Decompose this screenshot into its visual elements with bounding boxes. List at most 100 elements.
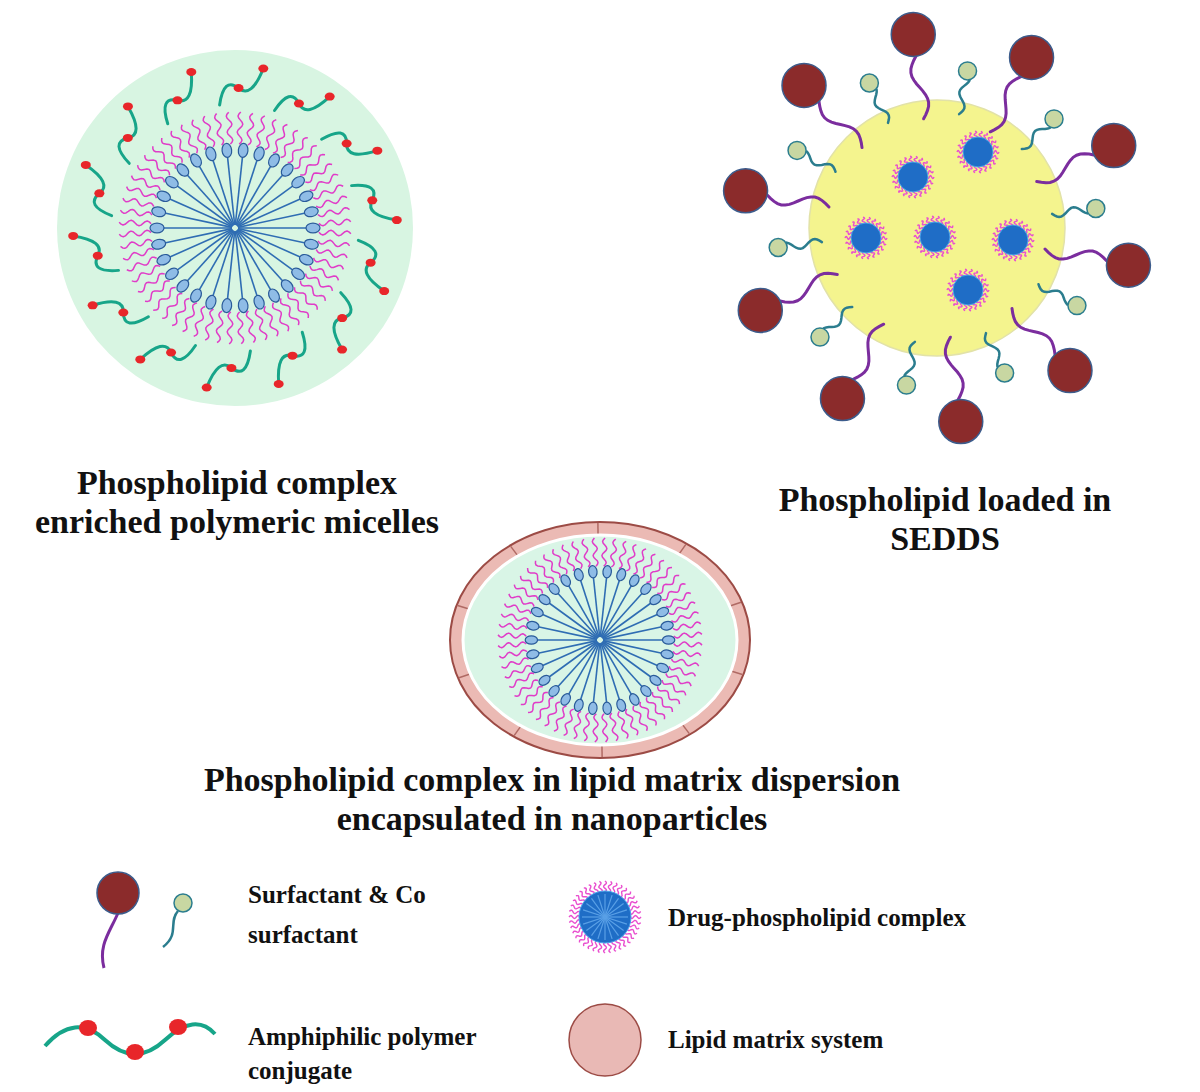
phospholipid-tail xyxy=(592,538,598,566)
phospholipid-tail xyxy=(545,702,560,726)
phospholipid-tail xyxy=(162,293,182,318)
cosurfactant-tail xyxy=(1022,128,1050,149)
polar-head xyxy=(573,568,585,582)
complex-spoke xyxy=(605,903,624,917)
phospholipid-tail xyxy=(671,612,698,622)
cosurfactant-head xyxy=(788,141,806,159)
cosurfactant-head xyxy=(811,328,829,346)
cosurfactant-tail xyxy=(1052,207,1087,217)
cosurfactant-tail xyxy=(875,90,890,123)
polar-head xyxy=(628,692,641,707)
phospholipid-tail xyxy=(123,198,154,206)
polar-head xyxy=(188,152,203,169)
complex-core xyxy=(579,891,631,943)
phospholipid-tail xyxy=(123,249,154,260)
polymer-dot xyxy=(126,1044,144,1060)
polymer-dot xyxy=(372,147,382,155)
lipid-tail-line xyxy=(542,641,597,666)
shell-tick xyxy=(683,725,690,734)
shell-tick xyxy=(458,605,469,608)
lipid-tail-line xyxy=(537,639,597,641)
polar-head xyxy=(628,573,641,588)
lipid-tail-line xyxy=(238,227,307,229)
polar-head xyxy=(648,673,663,687)
shell-tick xyxy=(597,523,599,534)
polar-head xyxy=(588,702,598,715)
node-illustration xyxy=(448,520,752,760)
phospholipid-tail xyxy=(515,680,539,696)
illustration-node: Phospholipid complex in lipid matrix dis… xyxy=(448,520,752,760)
polymer-dot xyxy=(79,1020,97,1036)
phospholipid-tail xyxy=(265,120,276,150)
phospholipid-tail xyxy=(619,541,626,568)
polar-head xyxy=(547,582,562,597)
polar-head xyxy=(238,298,249,313)
polar-head xyxy=(306,223,320,233)
polymer-dot xyxy=(294,99,304,107)
phospholipid-tail xyxy=(674,632,702,638)
complex-fringe xyxy=(630,911,641,914)
cosurfactant-head xyxy=(1045,110,1063,128)
polar-head xyxy=(221,298,232,313)
lipid-tail-line xyxy=(187,230,233,281)
surfactant-head xyxy=(891,12,935,56)
polar-head xyxy=(290,174,307,190)
phospholipid-tail xyxy=(509,673,534,687)
polymer-dot xyxy=(135,355,145,363)
complex-fringe xyxy=(629,925,639,929)
surfactant-tail xyxy=(1012,308,1055,354)
phospholipid-tail xyxy=(316,250,347,258)
polar-head xyxy=(530,606,545,619)
phospholipid-tail xyxy=(310,174,338,190)
figure-caption: Phospholipid loaded in SEDDS xyxy=(745,480,1145,558)
shell-tick xyxy=(732,671,743,674)
lipid-tail-line xyxy=(237,174,283,225)
phospholipid-tail xyxy=(264,306,278,336)
phospholipid-tail xyxy=(564,709,574,735)
polar-head xyxy=(559,692,572,707)
polar-head xyxy=(588,565,598,578)
cosurfactant-tail xyxy=(163,911,178,947)
phospholipid-tail xyxy=(657,575,679,593)
phospholipid-tail xyxy=(498,642,526,648)
complex-spoke xyxy=(591,898,605,917)
phospholipid-tail xyxy=(673,651,701,657)
polar-head xyxy=(155,253,172,267)
polymer-dot xyxy=(367,196,377,204)
polar-head xyxy=(639,684,654,699)
lipid-tail-line xyxy=(177,186,233,227)
polymer-chain xyxy=(140,346,195,360)
complex-fringe xyxy=(608,881,611,892)
lipid-tail-line xyxy=(558,642,598,687)
polymer-dot xyxy=(337,314,347,322)
phospholipid-tail xyxy=(633,706,647,731)
lipid-matrix-core xyxy=(463,535,737,745)
phospholipid-tail xyxy=(673,622,701,630)
phospholipid-tail xyxy=(172,299,189,326)
polar-head xyxy=(660,649,674,660)
legend-label: Lipid matrix system xyxy=(668,1021,988,1059)
phospholipid-tail xyxy=(288,293,309,318)
polar-head xyxy=(615,698,627,712)
phospholipid-tail xyxy=(662,584,686,600)
polymer-dot xyxy=(81,161,91,169)
phospholipid-tail xyxy=(237,312,244,344)
cosurfactant-tail xyxy=(807,152,836,172)
phospholipid-tail xyxy=(145,155,170,175)
phospholipid-tail xyxy=(593,714,598,742)
phospholipid-tail xyxy=(281,298,299,325)
surfactant-tail xyxy=(945,337,963,400)
polar-head xyxy=(175,278,192,295)
cosurfactant-head xyxy=(1068,297,1086,315)
lipid-tail-line xyxy=(603,639,663,641)
lipid-tail-line xyxy=(235,231,242,300)
shell-tick xyxy=(601,746,603,757)
phospholipid-tail xyxy=(226,112,233,144)
legend-label: Surfactant & Co surfactant xyxy=(248,875,468,955)
polymer-dot xyxy=(68,232,78,240)
polar-head xyxy=(303,206,319,218)
complex-spoke xyxy=(598,895,605,917)
complex-fringe xyxy=(604,942,607,953)
phospholipid-tail xyxy=(562,545,574,571)
complex-fringe xyxy=(569,920,580,923)
